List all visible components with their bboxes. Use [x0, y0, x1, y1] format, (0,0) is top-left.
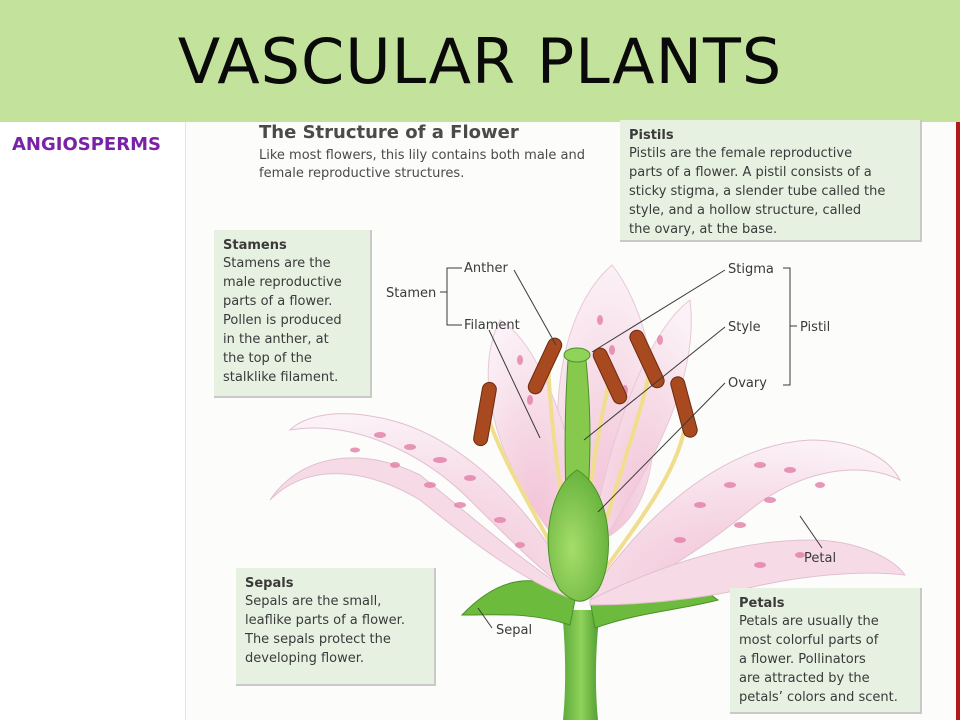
sepals-text: Sepals are the small, leaflike parts of …	[245, 594, 405, 666]
petal-left-upper	[288, 413, 576, 596]
label-ovary: Ovary	[728, 376, 767, 391]
label-stamen: Stamen	[386, 286, 436, 301]
pistils-text: Pistils are the female reproductive part…	[629, 146, 886, 237]
stigma	[563, 347, 591, 363]
figure-intro: Like most flowers, this lily contains bo…	[259, 148, 586, 181]
stem	[562, 610, 600, 720]
stamens-text: Stamens are the male reproductive parts …	[223, 256, 342, 385]
petals-text: Petals are usually the most colorful par…	[739, 614, 898, 705]
label-anther: Anther	[464, 261, 508, 276]
sepals-info-box: Sepals Sepals are the small, leaflike pa…	[236, 568, 436, 686]
petals-info-box: Petals Petals are usually the most color…	[730, 588, 922, 714]
label-stigma: Stigma	[728, 262, 774, 277]
callout-lines	[440, 267, 823, 629]
label-petal: Petal	[804, 551, 836, 566]
figure-heading-block: The Structure of a Flower Like most flow…	[259, 122, 609, 183]
label-filament: Filament	[464, 318, 520, 333]
page-title: VASCULAR PLANTS	[177, 24, 783, 98]
anthers	[473, 329, 698, 447]
pistils-heading: Pistils	[629, 128, 674, 143]
petal-spots	[350, 315, 825, 568]
section-label: ANGIOSPERMS	[12, 134, 161, 155]
label-sepal: Sepal	[496, 623, 532, 638]
petal-right-lower	[589, 539, 907, 606]
petal-left	[269, 457, 576, 601]
petals-heading: Petals	[739, 596, 785, 611]
sepals-heading: Sepals	[245, 576, 294, 591]
petal-right	[589, 439, 902, 601]
stamens-heading: Stamens	[223, 238, 287, 253]
title-bar: VASCULAR PLANTS	[0, 0, 960, 122]
ovary	[547, 469, 609, 602]
pistils-info-box: Pistils Pistils are the female reproduct…	[620, 120, 922, 242]
figure-heading: The Structure of a Flower	[259, 122, 519, 143]
label-pistil: Pistil	[800, 320, 830, 335]
figure-edge-stripe	[956, 122, 960, 720]
label-style: Style	[728, 320, 761, 335]
stamens-info-box: Stamens Stamens are the male reproductiv…	[214, 230, 372, 398]
